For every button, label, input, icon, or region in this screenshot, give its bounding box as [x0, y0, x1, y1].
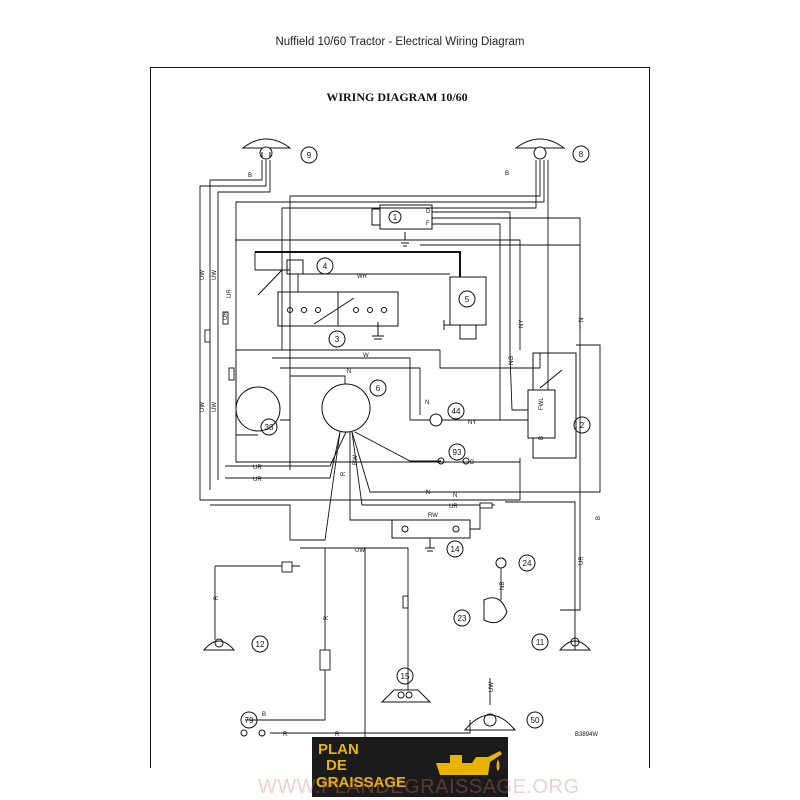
- label-8: 8: [579, 150, 584, 159]
- label-79: 79: [245, 716, 254, 725]
- term-f: F: [426, 221, 430, 227]
- label-50: 50: [531, 716, 540, 725]
- term-d: D: [426, 209, 431, 215]
- wire-b2: B: [470, 460, 474, 466]
- wire-r3: R: [341, 471, 347, 476]
- wire-ur-mid: UR: [223, 311, 229, 320]
- wire-ny-right: NY: [519, 320, 525, 328]
- lamp-12: [202, 635, 269, 653]
- label-3: 3: [335, 335, 340, 344]
- component-93: [437, 443, 470, 465]
- diagram-frame: [150, 67, 650, 768]
- label-6: 6: [376, 384, 381, 393]
- wire-r2: R: [283, 732, 288, 738]
- wire-n1: N: [347, 369, 351, 375]
- wire-rw2: RW: [353, 455, 359, 465]
- label-38: 38: [265, 423, 274, 432]
- label-44: 44: [452, 407, 461, 416]
- starter-motor-5: [443, 276, 487, 340]
- wiring-harness: [199, 160, 601, 740]
- wire-r5: R: [324, 615, 330, 620]
- headlamp-right-8: [514, 138, 590, 163]
- wire-ur3: UR: [449, 504, 458, 510]
- label-2: 2: [580, 421, 585, 430]
- wire-b3: B: [505, 171, 509, 177]
- wire-w: W: [363, 353, 369, 359]
- wire-r1: R: [335, 732, 340, 738]
- label-24: 24: [523, 559, 532, 568]
- label-1: 1: [393, 213, 398, 222]
- wire-wr: WR: [357, 274, 368, 280]
- oil-can-icon: [436, 751, 502, 775]
- badge-line-1: PLAN: [318, 741, 359, 758]
- label-5: 5: [465, 295, 470, 304]
- watermark: WWW.PLANDEGRAISSAGE.ORG: [258, 776, 580, 798]
- diagram-heading: WIRING DIAGRAM 10/60: [326, 90, 467, 104]
- page-title: Nuffield 10/60 Tractor - Electrical Wiri…: [275, 36, 525, 48]
- wire-uw-l2: UW: [212, 270, 218, 280]
- switch-4: [257, 257, 334, 296]
- label-93: 93: [453, 448, 462, 457]
- wire-uw-l3: UW: [200, 402, 206, 412]
- control-box-2: [527, 352, 591, 459]
- label-15: 15: [401, 672, 410, 681]
- label-14: 14: [451, 545, 460, 554]
- term-fwl: FWL: [539, 397, 545, 410]
- lamp-50: [463, 711, 544, 731]
- lubrication-plan-badge[interactable]: PLAN DE GRAISSAGE: [312, 737, 508, 797]
- wire-b4: B: [248, 173, 252, 179]
- wire-ur1: UR: [253, 465, 262, 471]
- wire-nb: NB: [500, 582, 506, 590]
- label-9: 9: [307, 151, 312, 160]
- term-b: B: [539, 436, 545, 440]
- wire-uw-50: UW: [489, 682, 495, 692]
- wire-b1: B: [262, 712, 266, 718]
- dynamo-1: [371, 204, 433, 247]
- wire-ny: NY: [468, 420, 476, 426]
- badge-line-2: DE: [326, 757, 347, 774]
- label-12: 12: [256, 640, 265, 649]
- label-4: 4: [323, 262, 328, 271]
- drawing-reference: B3894W: [575, 732, 598, 738]
- wire-ur2: UR: [253, 477, 262, 483]
- wire-ur-left: UR: [227, 289, 233, 298]
- wire-n-right: N: [579, 318, 585, 322]
- label-23: 23: [458, 614, 467, 623]
- wire-r4: R: [214, 595, 220, 600]
- wire-uw-l4: UW: [212, 402, 218, 412]
- wire-uw-l1: UW: [200, 270, 206, 280]
- wire-n2: N: [425, 400, 429, 406]
- headlamp-left-9: [241, 138, 318, 164]
- wire-n3: N: [453, 493, 457, 499]
- wire-uw-bottom: UW: [355, 548, 365, 554]
- badge-line-3: GRAISSAGE: [316, 774, 407, 791]
- wire-b5: B: [596, 516, 602, 520]
- wire-rw1: RW: [428, 513, 438, 519]
- horn-23: [453, 597, 508, 627]
- wire-ur-right: UR: [579, 556, 585, 565]
- wire-n4: N: [426, 490, 430, 496]
- label-11: 11: [536, 638, 545, 647]
- battery-3: [277, 291, 399, 348]
- wire-ng: NG: [509, 356, 515, 365]
- component-15: [380, 667, 432, 703]
